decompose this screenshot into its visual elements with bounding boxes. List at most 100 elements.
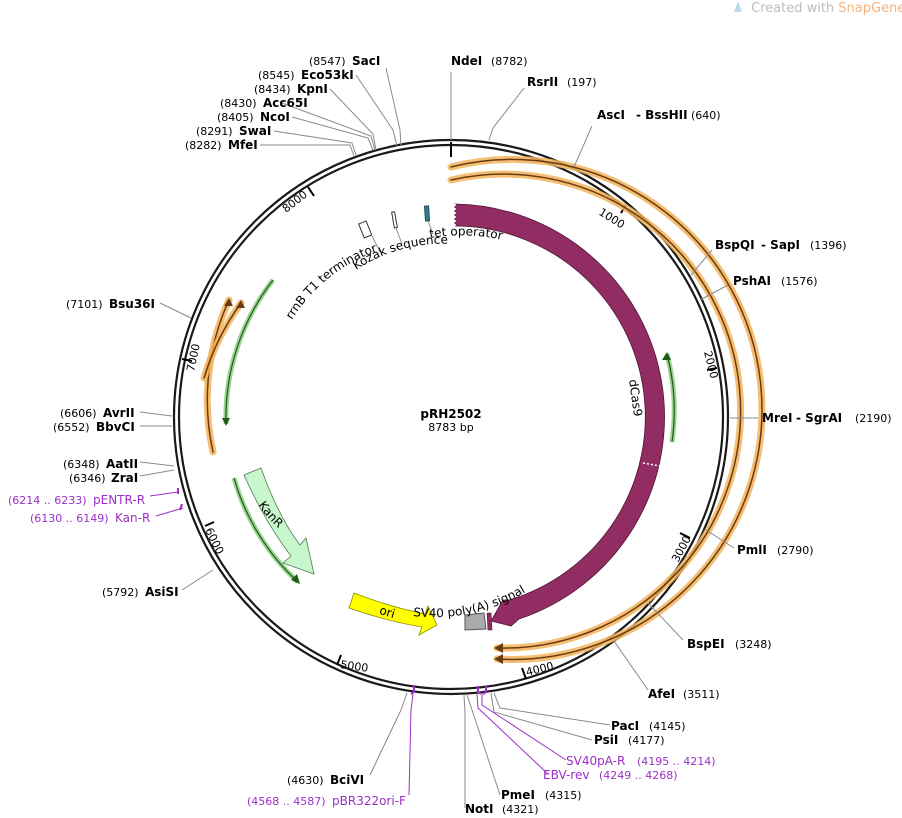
restriction-sites: NdeI (8782) RsrII (197) AscI - BssHII (6… <box>53 54 892 816</box>
site-psii-name: PsiI <box>594 733 618 747</box>
site-paci-name: PacI <box>611 719 639 733</box>
site-mrei-name: MreI <box>762 411 792 425</box>
kozak-feature[interactable] <box>391 211 398 229</box>
site-swai[interactable]: (8291) SwaI <box>196 124 271 138</box>
site-aatii-name: AatII <box>106 457 138 471</box>
site-mfei[interactable]: (8282) MfeI <box>185 138 258 152</box>
site-ncoi[interactable]: (8405) NcoI <box>217 110 290 124</box>
primer-pentr-r[interactable]: (6214 .. 6233) pENTR-R <box>8 493 145 507</box>
primers: SV40pA-R (4195 .. 4214) EBV-rev (4249 ..… <box>8 493 716 808</box>
site-bsshii-text: BssHII <box>645 108 687 122</box>
primer-pentr-r-name: pENTR-R <box>93 493 145 507</box>
site-eco53ki-name: Eco53kI <box>301 68 354 82</box>
site-ndei-name: NdeI <box>451 54 482 68</box>
plasmid-name: pRH2502 <box>420 407 481 421</box>
snapgene-logo-icon <box>734 1 742 12</box>
site-rsrii-pos: (197) <box>567 76 597 89</box>
site-bcivi-pos: (4630) <box>287 774 324 787</box>
site-avrii-name: AvrII <box>103 406 135 420</box>
site-pshai[interactable]: PshAI (1576) <box>733 274 818 288</box>
site-bspei-pos: (3248) <box>735 638 772 651</box>
site-asci-name: AscI <box>597 108 625 122</box>
tick-7000: 7000 <box>184 343 203 373</box>
primer-pbr322ori-f-range: (4568 .. 4587) <box>247 795 326 808</box>
primer-kan-r-range: (6130 .. 6149) <box>30 512 109 525</box>
site-rsrii-name: RsrII <box>527 75 558 89</box>
site-bbvci-name: BbvCI <box>96 420 135 434</box>
site-saci-pos: (8547) <box>309 55 346 68</box>
site-sapi-text: SapI <box>770 238 800 252</box>
site-bspqi-name: BspQI <box>715 238 755 252</box>
watermark-brand: SnapGene <box>838 1 902 16</box>
site-rsrii[interactable]: RsrII (197) <box>527 75 597 89</box>
site-pmli[interactable]: PmlI (2790) <box>737 543 814 557</box>
site-sgrai-name: - SgrAI <box>796 411 842 425</box>
tet-operator-feature[interactable] <box>423 205 431 222</box>
ori-label: ori <box>378 603 397 621</box>
site-paci[interactable]: PacI (4145) <box>611 719 686 733</box>
tet-operator-text: tet operator <box>428 224 504 242</box>
site-asisi[interactable]: (5792) AsiSI <box>102 585 179 599</box>
dcas9-label: dCas9 <box>626 378 645 417</box>
site-bsu36i[interactable]: (7101) Bsu36I <box>66 297 155 311</box>
site-saci[interactable]: (8547) SacI <box>309 54 380 68</box>
primer-pbr322ori-f[interactable]: (4568 .. 4587) pBR322ori-F <box>247 794 406 808</box>
site-bcivi[interactable]: (4630) BciVI <box>287 773 364 787</box>
site-swai-name: SwaI <box>239 124 271 138</box>
site-bspei-name: BspEI <box>687 637 725 651</box>
primer-ebv-rev-range: (4249 .. 4268) <box>599 769 678 782</box>
site-asisi-pos: (5792) <box>102 586 139 599</box>
site-leader-lines <box>139 67 758 808</box>
tick-6000: 6000 <box>202 526 226 557</box>
site-psii[interactable]: PsiI (4177) <box>594 733 665 747</box>
site-asisi-name: AsiSI <box>145 585 179 599</box>
svg-text:Created with SnapGene®: Created with SnapGene® <box>751 1 902 16</box>
site-bsshii-name: - BssHII <box>636 108 688 122</box>
site-noti-pos: (4321) <box>502 803 539 816</box>
primer-ebv-rev[interactable]: EBV-rev (4249 .. 4268) <box>543 768 678 782</box>
site-aatii[interactable]: (6348) AatII <box>63 457 138 471</box>
site-avrii-pos: (6606) <box>60 407 97 420</box>
site-bbvci[interactable]: (6552) BbvCI <box>53 420 135 434</box>
site-ndei[interactable]: NdeI (8782) <box>451 54 528 68</box>
orf-arrowheads <box>224 298 503 664</box>
feature-label-leaders <box>371 220 434 253</box>
site-pmli-pos: (2790) <box>777 544 814 557</box>
site-afei[interactable]: AfeI (3511) <box>648 687 720 701</box>
site-bspqi-pos: (1396) <box>810 239 847 252</box>
primer-sv40pa-r-name: SV40pA-R <box>566 754 625 768</box>
site-zrai[interactable]: (6346) ZraI <box>69 471 138 485</box>
site-kpni[interactable]: (8434) KpnI <box>254 82 328 96</box>
site-zrai-pos: (6346) <box>69 472 106 485</box>
site-aatii-pos: (6348) <box>63 458 100 471</box>
site-eco53ki[interactable]: (8545) Eco53kI <box>258 68 354 82</box>
site-bspqi-sapi[interactable]: BspQI - SapI (1396) <box>715 238 847 252</box>
dcas9-feature[interactable]: dCas9 <box>454 203 665 627</box>
site-mrei-sgrai[interactable]: MreI - SgrAI (2190) <box>762 411 892 425</box>
primer-sv40pa-r[interactable]: SV40pA-R (4195 .. 4214) <box>566 754 716 768</box>
site-bspei[interactable]: BspEI (3248) <box>687 637 772 651</box>
site-pmli-name: PmlI <box>737 543 767 557</box>
primer-ebv-rev-name: EBV-rev <box>543 768 589 782</box>
tick-5000: 5000 <box>340 658 370 675</box>
ori-feature[interactable]: ori <box>348 592 438 636</box>
site-mfei-name: MfeI <box>228 138 258 152</box>
site-avrii[interactable]: (6606) AvrII <box>60 406 135 420</box>
watermark-prefix: Created with <box>751 1 838 16</box>
primer-pentr-r-range: (6214 .. 6233) <box>8 494 87 507</box>
site-acc65i[interactable]: (8430) Acc65I <box>220 96 308 110</box>
primer-pbr322ori-f-name: pBR322ori-F <box>332 794 406 808</box>
tick-2000: 2000 <box>701 350 720 380</box>
site-pmei-name: PmeI <box>501 788 535 802</box>
primer-kan-r[interactable]: (6130 .. 6149) Kan-R <box>30 511 150 525</box>
site-sgrai-text: SgrAI <box>805 411 842 425</box>
rrnb-terminator-feature[interactable] <box>358 220 373 239</box>
site-pmei[interactable]: PmeI (4315) <box>501 788 582 802</box>
site-noti[interactable]: NotI (4321) <box>465 802 539 816</box>
site-asci-bsshii[interactable]: AscI - BssHII (640) <box>597 108 721 122</box>
snapgene-watermark: Created with SnapGene® <box>734 1 902 16</box>
kanr-feature[interactable]: KanR <box>243 467 315 575</box>
site-ndei-pos: (8782) <box>491 55 528 68</box>
site-eco53ki-pos: (8545) <box>258 69 295 82</box>
